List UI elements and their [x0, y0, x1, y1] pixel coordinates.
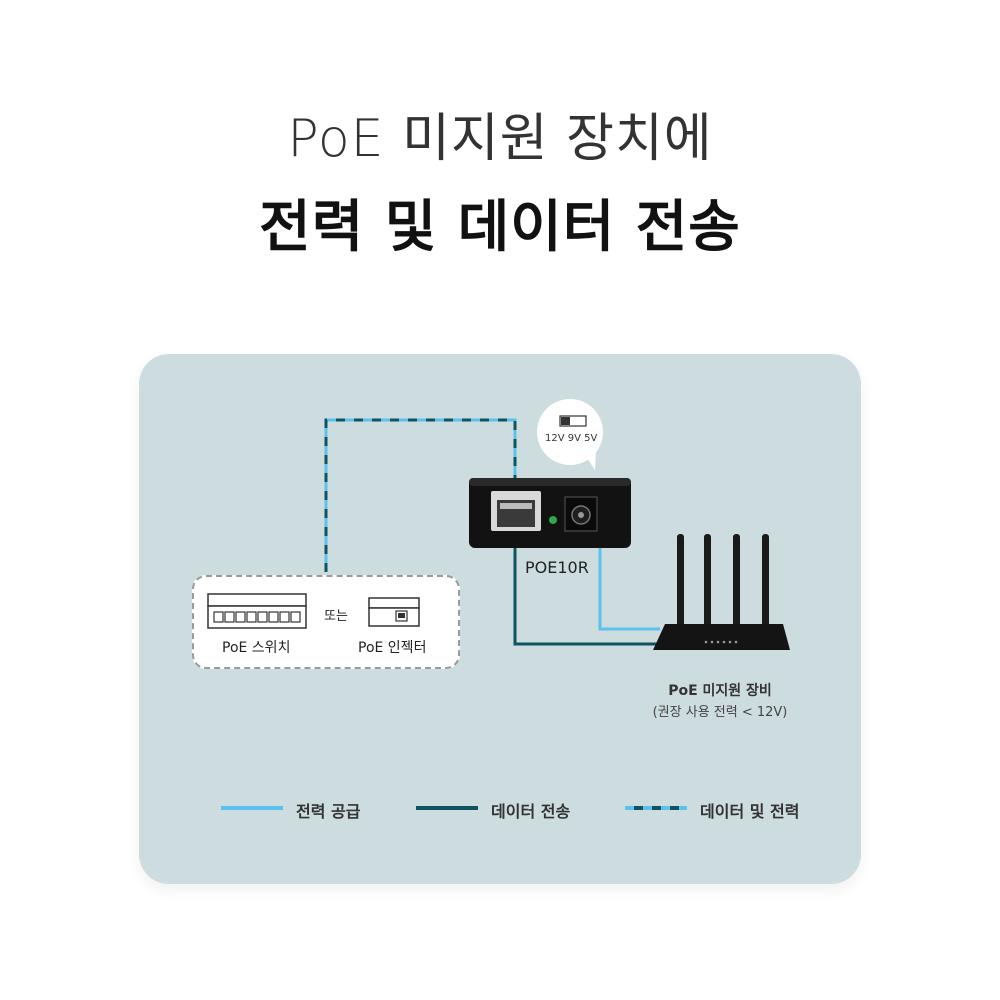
- poe-injector-icon: [368, 597, 420, 627]
- status-led-icon: [549, 516, 557, 524]
- slide-switch-icon: [559, 415, 587, 427]
- poe-splitter-device: [469, 478, 631, 548]
- page-title-line2: 전력 및 데이터 전송: [259, 195, 741, 260]
- power-line: [598, 548, 660, 631]
- injector-label: PoE 인젝터: [358, 640, 427, 656]
- data-power-line: [324, 418, 517, 572]
- or-label: 또는: [324, 609, 348, 624]
- voltage-options-label: 12V 9V 5V: [545, 433, 598, 444]
- poe-switch-icon: [207, 593, 307, 629]
- target-device-note: (권장 사용 전력 < 12V): [652, 705, 788, 720]
- data-line: [513, 548, 660, 646]
- legend-label-power: 전력 공급: [296, 802, 361, 821]
- legend-label-data-power: 데이터 및 전력: [700, 802, 800, 821]
- switch-label: PoE 스위치: [222, 640, 291, 656]
- page-title-line1: PoE 미지원 장치에: [287, 109, 713, 169]
- legend-label-data: 데이터 전송: [491, 802, 571, 821]
- target-device-label: PoE 미지원 장비: [668, 683, 772, 699]
- device-model-label: POE10R: [525, 558, 589, 577]
- router-icon: [653, 534, 790, 650]
- voltage-switch-bubble: [537, 399, 603, 470]
